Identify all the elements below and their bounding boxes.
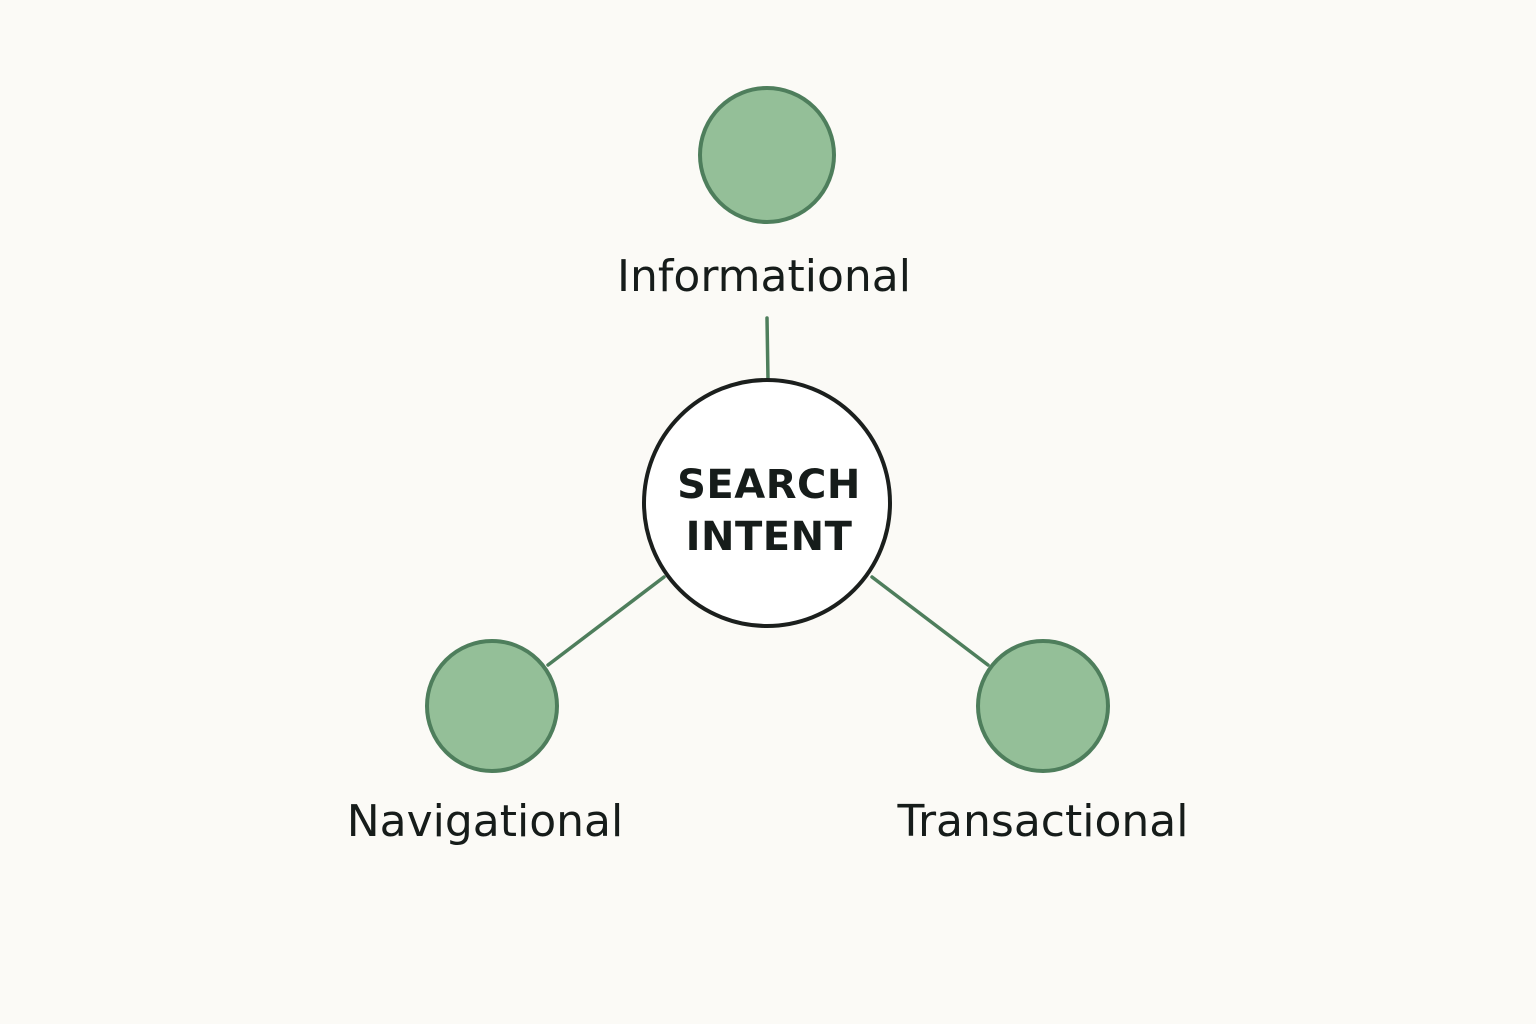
center-hub-circle (642, 378, 892, 628)
center-hub-label-line1: SEARCH (677, 462, 861, 508)
informational-node (698, 86, 836, 224)
navigational-label: Navigational (347, 796, 624, 847)
transactional-label: Transactional (897, 796, 1189, 847)
informational-label: Informational (617, 251, 911, 302)
connector-informational (765, 316, 770, 382)
connector-navigational (546, 575, 666, 667)
navigational-node (425, 639, 559, 773)
center-hub-label-line2: INTENT (686, 514, 853, 560)
connector-transactional (870, 575, 990, 667)
transactional-node (976, 639, 1110, 773)
